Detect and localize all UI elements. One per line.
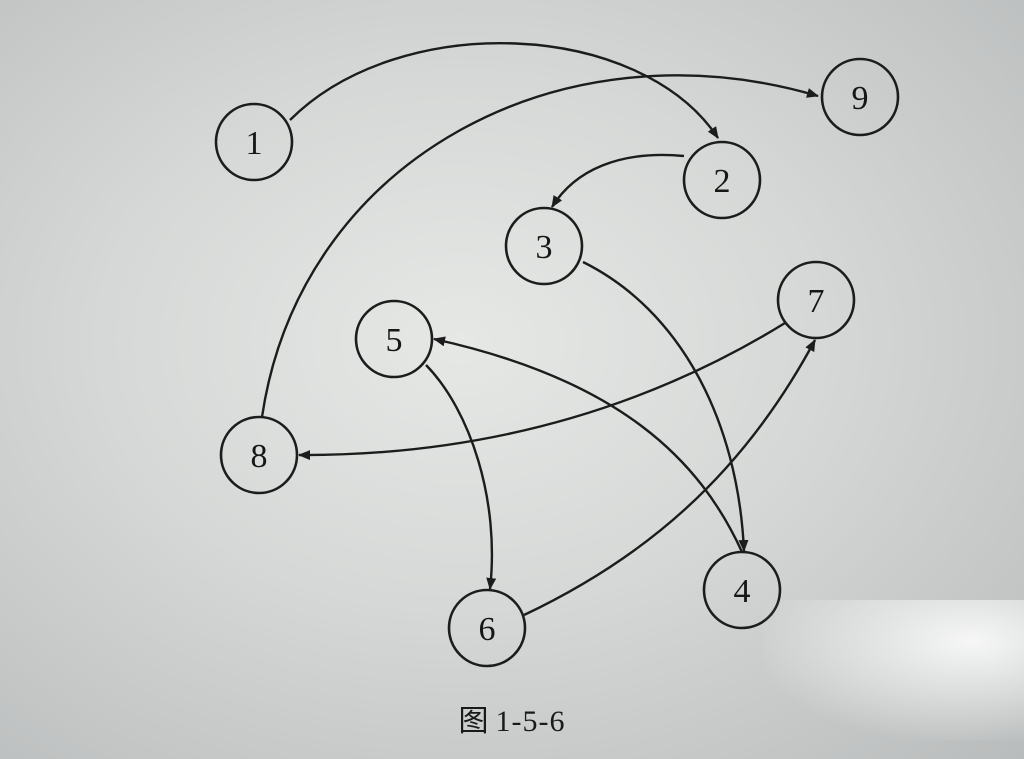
edge-6-to-7 <box>523 339 817 617</box>
node-2: 2 <box>682 140 762 220</box>
edge-3-to-4 <box>582 260 749 552</box>
node-label: 3 <box>536 229 553 266</box>
edge-5-to-6 <box>425 364 497 590</box>
node-label: 4 <box>734 573 751 610</box>
node-6: 6 <box>447 588 527 668</box>
node-circle <box>219 415 299 495</box>
node-5: 5 <box>354 299 434 379</box>
edge-8-to-9 <box>260 74 819 418</box>
node-8: 8 <box>219 415 299 495</box>
node-1: 1 <box>214 102 294 182</box>
node-circle <box>702 550 782 630</box>
node-label: 2 <box>714 163 731 200</box>
node-label: 9 <box>852 80 869 117</box>
caption-prefix: 图 <box>458 705 490 738</box>
node-circle <box>776 260 856 340</box>
node-label: 8 <box>251 438 268 475</box>
node-label: 5 <box>386 322 403 359</box>
edge-4-to-5 <box>433 336 744 553</box>
caption-number: 1-5-6 <box>495 705 566 738</box>
edge-1-to-2 <box>289 42 720 139</box>
node-label: 1 <box>246 125 263 162</box>
edge-7-to-8 <box>298 321 786 461</box>
node-label: 6 <box>479 611 496 648</box>
node-circle <box>504 206 584 286</box>
node-4: 4 <box>702 550 782 630</box>
node-3: 3 <box>504 206 584 286</box>
node-9: 9 <box>820 57 900 137</box>
node-7: 7 <box>776 260 856 340</box>
node-circle <box>682 140 762 220</box>
node-circle <box>354 299 434 379</box>
node-circle <box>214 102 294 182</box>
node-label: 7 <box>808 283 825 320</box>
node-circle <box>447 588 527 668</box>
edge-2-to-3 <box>550 153 685 208</box>
node-circle <box>820 57 900 137</box>
